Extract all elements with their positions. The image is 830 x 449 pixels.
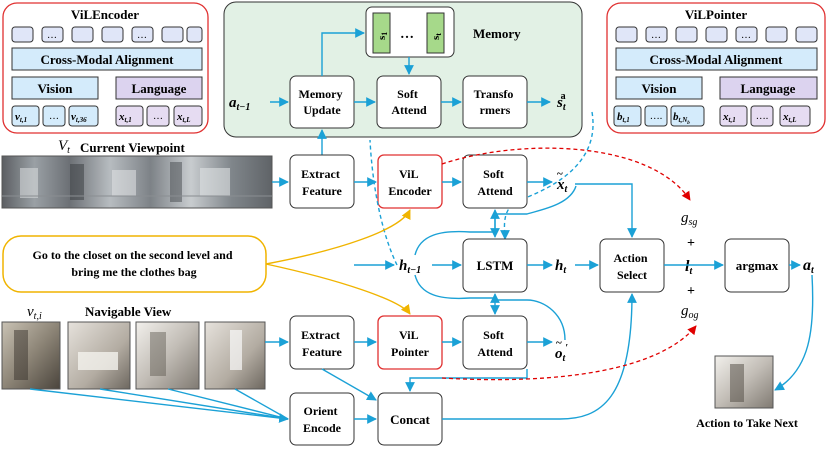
memory-output-symbol: sta bbox=[556, 91, 567, 113]
vil-encoder-top-ellipsis: … bbox=[47, 30, 57, 41]
memory-slot-last-label: st bbox=[430, 33, 443, 40]
o-tilde-symbol: ot′ bbox=[555, 343, 568, 364]
g-sg-symbol: gsg bbox=[681, 210, 697, 228]
transformers-block bbox=[462, 75, 528, 129]
vil-encoder-vtoken-3: vt,36 bbox=[71, 111, 87, 124]
soft-attend-top-label: Soft Attend bbox=[477, 167, 513, 198]
plus-top: + bbox=[687, 236, 695, 251]
vil-encoder-ltoken-3: xt,L bbox=[176, 111, 190, 124]
extract-feature-bottom-label: Extract Feature bbox=[301, 328, 343, 359]
vil-encoder-vision-box bbox=[11, 76, 99, 100]
h-prev-symbol: ht−1 bbox=[399, 258, 421, 276]
vil-pointer-top-ellipsis-2: … bbox=[741, 30, 751, 41]
instruction-text: Go to the closet on the second level and… bbox=[33, 248, 236, 279]
action-select-block bbox=[599, 238, 665, 293]
extract-feature-top-label: Extract Feature bbox=[301, 167, 343, 198]
navigable-view-label: Navigable View bbox=[85, 304, 172, 319]
vil-encoder-ltoken-1: xt,1 bbox=[118, 111, 132, 124]
concat-label: Concat bbox=[390, 412, 430, 427]
extract-feature-top-block bbox=[289, 154, 355, 209]
navigable-view-images bbox=[1, 321, 266, 390]
vil-encoder-top-tokens bbox=[11, 26, 203, 43]
vil-pointer-block bbox=[377, 315, 443, 370]
flow-arrows bbox=[29, 139, 814, 424]
vil-encoder-language-label: Language bbox=[132, 81, 187, 96]
vil-encoder-block-label: ViL Encoder bbox=[388, 167, 432, 198]
goal-dashed-arrows bbox=[441, 147, 697, 381]
vil-pointer-language-tokens bbox=[719, 105, 811, 127]
action-image bbox=[714, 355, 774, 409]
l-t-symbol: lt bbox=[685, 258, 693, 277]
g-og-symbol: gog bbox=[681, 303, 699, 321]
vil-pointer-top-tokens bbox=[615, 26, 818, 43]
soft-attend-bottom-label: Soft Attend bbox=[477, 328, 513, 359]
vil-pointer-alignment-box bbox=[615, 47, 818, 71]
lstm-label: LSTM bbox=[477, 258, 514, 273]
memory-update-label: Memory Update bbox=[299, 87, 346, 117]
vil-encoder-top-ellipsis-2: … bbox=[137, 30, 147, 41]
memory-update-block bbox=[289, 75, 355, 129]
vil-pointer-top-ellipsis: … bbox=[651, 30, 661, 41]
argmax-label: argmax bbox=[736, 258, 779, 273]
o-tilde-accent: ~ bbox=[556, 337, 562, 349]
vil-pointer-vtoken-3: bt,Nb bbox=[673, 111, 690, 126]
memory-soft-attend-label: Soft Attend bbox=[391, 87, 427, 117]
vil-encoder-language-tokens bbox=[115, 105, 203, 127]
h-t-symbol: ht bbox=[555, 258, 567, 276]
vil-encoder-vision-tokens bbox=[11, 105, 99, 127]
vil-encoder-vtoken-1: vt,1 bbox=[15, 111, 27, 124]
vil-pointer-vision-label: Vision bbox=[642, 81, 678, 96]
current-view-symbol: Vt bbox=[58, 138, 70, 156]
vil-pointer-alignment-label: Cross-Modal Alignment bbox=[649, 52, 783, 67]
navigable-view-symbol: vt,i bbox=[27, 304, 42, 322]
memory-slot-first bbox=[372, 12, 391, 54]
a-t-symbol: at bbox=[803, 257, 815, 276]
plus-bottom: + bbox=[687, 284, 695, 299]
action-caption: Action to Take Next bbox=[696, 416, 798, 430]
vil-pointer-block-label: ViL Pointer bbox=[391, 328, 430, 359]
memory-input-symbol: at−1 bbox=[229, 95, 250, 113]
vil-pointer-vision-box bbox=[615, 76, 703, 100]
memory-slot-ellipsis: … bbox=[400, 27, 414, 42]
instruction-box bbox=[2, 235, 267, 293]
x-tilde-symbol: xt bbox=[556, 177, 569, 195]
vil-pointer-language-box bbox=[719, 76, 818, 100]
current-view-panorama bbox=[1, 155, 273, 209]
vil-pointer-vision-tokens bbox=[613, 105, 705, 127]
orient-encode-block bbox=[289, 392, 355, 446]
vil-encoder-ltoken-2: … bbox=[153, 111, 163, 122]
instruction-arrows bbox=[265, 209, 411, 315]
orient-encode-label: Orient Encode bbox=[303, 404, 342, 435]
extract-feature-bottom-block bbox=[289, 315, 355, 370]
vil-encoder-block bbox=[377, 154, 443, 209]
memory-slot-last bbox=[426, 12, 445, 54]
soft-attend-bottom-block bbox=[462, 315, 528, 370]
memory-arrows bbox=[270, 28, 594, 240]
vil-encoder-alignment-label: Cross-Modal Alignment bbox=[40, 52, 174, 67]
transformers-label: Transfo rmers bbox=[474, 87, 517, 117]
vil-pointer-vtoken-2: …. bbox=[650, 111, 663, 122]
vil-pointer-ltoken-2: …. bbox=[756, 111, 769, 122]
action-select-label: Action Select bbox=[614, 251, 651, 282]
memory-title: Memory bbox=[473, 26, 521, 41]
vil-pointer-ltoken-3: xt,L bbox=[782, 111, 796, 124]
vil-encoder-panel-title: ViLEncoder bbox=[71, 7, 139, 22]
vil-pointer-ltoken-1: xt,1 bbox=[722, 111, 736, 124]
soft-attend-top-block bbox=[462, 154, 528, 209]
memory-soft-attend-block bbox=[376, 75, 442, 129]
vil-encoder-language-box bbox=[115, 76, 203, 100]
vil-pointer-panel-title: ViLPointer bbox=[685, 7, 748, 22]
x-tilde-accent: ~ bbox=[557, 168, 563, 180]
vil-encoder-alignment-box bbox=[11, 47, 203, 71]
current-view-label: Current Viewpoint bbox=[80, 140, 186, 155]
vil-encoder-vtoken-2: … bbox=[49, 111, 59, 122]
vil-pointer-language-label: Language bbox=[741, 81, 796, 96]
vil-pointer-vtoken-1: bt,1 bbox=[617, 111, 630, 124]
vil-encoder-vision-label: Vision bbox=[38, 81, 74, 96]
memory-slot-first-label: s1 bbox=[376, 32, 389, 40]
